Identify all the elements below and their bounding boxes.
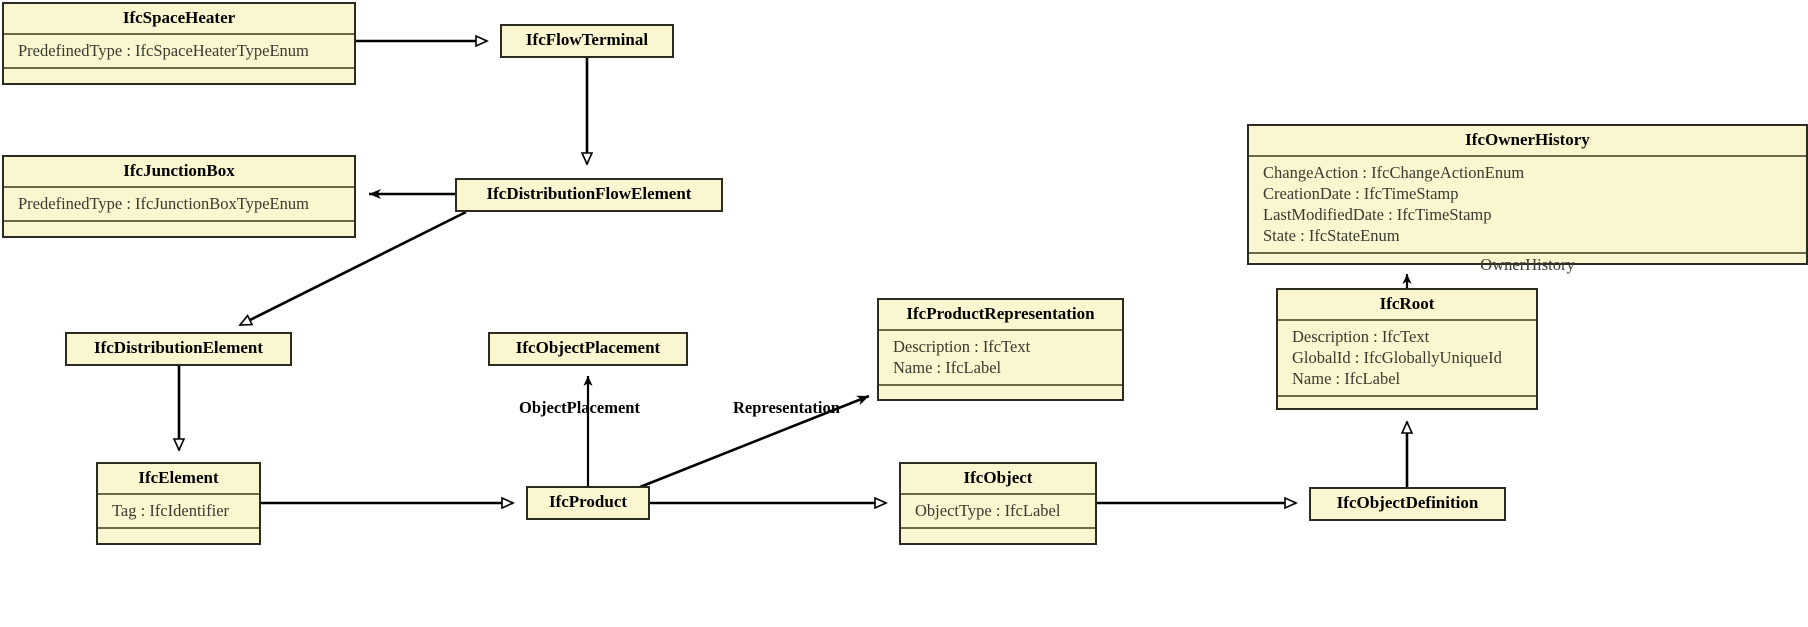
association-role-label: OwnerHistory — [1249, 252, 1806, 278]
class-operations-compartment — [4, 66, 354, 89]
uml-class-ifcobjectdefinition[interactable]: IfcObjectDefinition — [1309, 487, 1506, 521]
class-attributes: PredefinedType : IfcSpaceHeaterTypeEnum — [4, 32, 354, 67]
class-attribute: Name : IfcLabel — [1292, 369, 1401, 389]
class-attribute: CreationDate : IfcTimeStamp — [1263, 183, 1459, 203]
class-operations-compartment — [4, 219, 354, 242]
class-operations-compartment — [901, 526, 1095, 549]
class-attribute: Name : IfcLabel — [893, 357, 1002, 377]
class-name: IfcObject — [963, 468, 1033, 487]
class-attribute: LastModifiedDate : IfcTimeStamp — [1263, 205, 1492, 225]
uml-class-ifcobjectplacement[interactable]: IfcObjectPlacement — [488, 332, 688, 366]
object-placement-label: ObjectPlacement — [519, 398, 640, 417]
class-attribute: PredefinedType : IfcJunctionBoxTypeEnum — [18, 193, 309, 213]
class-attribute: PredefinedType : IfcSpaceHeaterTypeEnum — [18, 40, 309, 60]
class-name: IfcOwnerHistory — [1465, 130, 1590, 149]
class-name: IfcElement — [138, 468, 219, 487]
class-attribute: Description : IfcText — [893, 336, 1031, 356]
class-operations-compartment — [1278, 395, 1536, 417]
class-name: IfcJunctionBox — [123, 161, 235, 180]
class-name: IfcSpaceHeater — [122, 8, 236, 27]
class-attributes: Tag : IfcIdentifier — [98, 492, 259, 527]
class-attribute: State : IfcStateEnum — [1263, 226, 1400, 246]
uml-class-ifcdistributionelement[interactable]: IfcDistributionElement — [65, 332, 292, 366]
class-operations-compartment — [98, 526, 259, 549]
class-name: IfcDistributionElement — [93, 338, 264, 357]
class-attributes: PredefinedType : IfcJunctionBoxTypeEnum — [4, 185, 354, 220]
class-name: IfcObjectPlacement — [515, 338, 661, 357]
class-attribute: GlobalId : IfcGloballyUniqueId — [1292, 347, 1502, 367]
class-name: IfcFlowTerminal — [525, 30, 649, 49]
class-attribute: ObjectType : IfcLabel — [915, 500, 1061, 520]
class-attribute: Tag : IfcIdentifier — [112, 500, 230, 520]
class-attribute: ChangeAction : IfcChangeActionEnum — [1263, 162, 1525, 182]
class-operations-compartment — [879, 384, 1122, 406]
class-attribute: Description : IfcText — [1292, 326, 1430, 346]
uml-class-ifcproduct[interactable]: IfcProduct — [526, 486, 650, 520]
representation-label: Representation — [733, 398, 840, 417]
class-name: IfcProductRepresentation — [906, 304, 1095, 323]
class-attributes: ObjectType : IfcLabel — [901, 492, 1095, 527]
class-name: IfcProduct — [548, 492, 628, 511]
uml-class-ifcdistributionflowelement[interactable]: IfcDistributionFlowElement — [455, 178, 723, 212]
class-name: IfcDistributionFlowElement — [486, 184, 692, 203]
class-name: IfcRoot — [1379, 294, 1435, 313]
uml-class-ifcflowterminal[interactable]: IfcFlowTerminal — [500, 24, 674, 58]
class-name: IfcObjectDefinition — [1336, 493, 1479, 512]
